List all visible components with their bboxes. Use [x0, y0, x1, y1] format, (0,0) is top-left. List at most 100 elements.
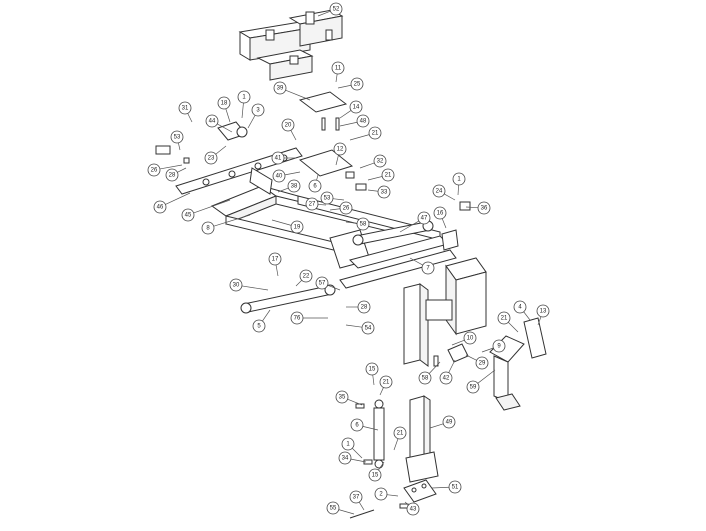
callout-label: 21	[501, 315, 508, 321]
callout-label: 5	[257, 323, 261, 329]
callout-55: 55	[326, 501, 340, 515]
callout-circle	[341, 437, 355, 451]
callout-51: 51	[448, 480, 462, 494]
callout-6: 6	[308, 179, 322, 193]
callout-circle	[273, 81, 287, 95]
callout-circle	[326, 501, 340, 515]
callout-label: 2	[379, 491, 383, 497]
callout-label: 43	[410, 506, 417, 512]
leader-line	[213, 214, 251, 227]
callout-label: 19	[294, 224, 301, 230]
callout-label: 8	[206, 225, 210, 231]
callout-27: 27	[305, 197, 319, 211]
callout-label: 14	[353, 104, 360, 110]
callout-37: 37	[349, 490, 363, 504]
callout-label: 13	[540, 308, 547, 314]
callout-43: 43	[406, 502, 420, 516]
callout-12: 12	[333, 142, 347, 156]
callout-14: 14	[349, 100, 363, 114]
callout-label: 44	[209, 118, 216, 124]
callout-label: 28	[169, 172, 176, 178]
callout-label: 27	[309, 201, 316, 207]
leader-line	[339, 110, 352, 119]
stabilizer-leg	[489, 335, 525, 411]
leader-line	[441, 218, 447, 229]
callout-1: 1	[341, 437, 355, 451]
callout-circle	[349, 490, 363, 504]
callout-circle	[368, 468, 382, 482]
callout-36: 36	[477, 201, 491, 215]
plate-42	[447, 343, 469, 363]
leader-line	[448, 359, 456, 373]
callout-circle	[350, 77, 364, 91]
callout-circle	[368, 126, 382, 140]
callout-label: 29	[479, 360, 486, 366]
leader-line	[393, 438, 399, 451]
callout-49: 49	[442, 415, 456, 429]
small-part	[355, 403, 365, 409]
callout-label: 52	[333, 6, 340, 12]
callout-circle	[315, 276, 329, 290]
callout-circle	[178, 101, 192, 115]
callout-circle	[271, 151, 285, 165]
leader-line	[404, 501, 409, 506]
callout-17: 17	[268, 252, 282, 266]
callout-circle	[147, 163, 161, 177]
callout-circle	[290, 220, 304, 234]
callout-42: 42	[439, 371, 453, 385]
leader-line	[247, 115, 256, 129]
leader-line	[358, 501, 365, 511]
leader-line	[285, 89, 311, 101]
callout-circle	[418, 371, 432, 385]
callout-label: 76	[294, 315, 301, 321]
leader-line	[481, 347, 494, 353]
small-part	[345, 171, 355, 179]
bracket-small	[441, 229, 459, 251]
leader-line	[372, 374, 375, 386]
callout-label: 49	[446, 419, 453, 425]
callout-circle	[373, 154, 387, 168]
callout-circle	[361, 321, 375, 335]
callout-53: 53	[170, 130, 184, 144]
callout-circle	[170, 130, 184, 144]
callout-circle	[320, 191, 334, 205]
callout-1: 1	[237, 90, 251, 104]
callout-circle	[287, 179, 301, 193]
callout-circle	[477, 201, 491, 215]
callout-34: 34	[338, 451, 352, 465]
callout-38: 38	[287, 179, 301, 193]
leader-line	[359, 162, 375, 169]
callout-label: 16	[437, 210, 444, 216]
leader-line	[351, 447, 363, 459]
callout-label: 31	[182, 105, 189, 111]
callout-label: 4	[518, 304, 522, 310]
leader-line	[339, 121, 358, 127]
leader-line	[217, 123, 233, 133]
leader-line	[215, 145, 227, 155]
callout-circle	[268, 252, 282, 266]
pin-43	[399, 503, 409, 509]
callout-28: 28	[165, 168, 179, 182]
leader-line	[431, 486, 450, 489]
leader-line	[241, 102, 244, 119]
callout-circle	[349, 100, 363, 114]
leader-line	[378, 461, 385, 471]
callout-33: 33	[377, 185, 391, 199]
callout-label: 39	[277, 85, 284, 91]
small-part	[363, 459, 373, 465]
leader-line	[409, 257, 423, 266]
leader-line	[338, 509, 355, 515]
callout-24: 24	[432, 184, 446, 198]
callout-6: 6	[350, 418, 364, 432]
callout-26: 26	[339, 201, 353, 215]
callout-circle	[229, 278, 243, 292]
callout-circle	[433, 206, 447, 220]
callout-circle	[439, 371, 453, 385]
callout-circle	[281, 118, 295, 132]
callout-29: 29	[475, 356, 489, 370]
leader-line	[332, 198, 345, 201]
leader-line	[193, 199, 231, 214]
leader-line	[178, 142, 181, 151]
callout-label: 58	[360, 221, 367, 227]
callout-circle	[204, 151, 218, 165]
